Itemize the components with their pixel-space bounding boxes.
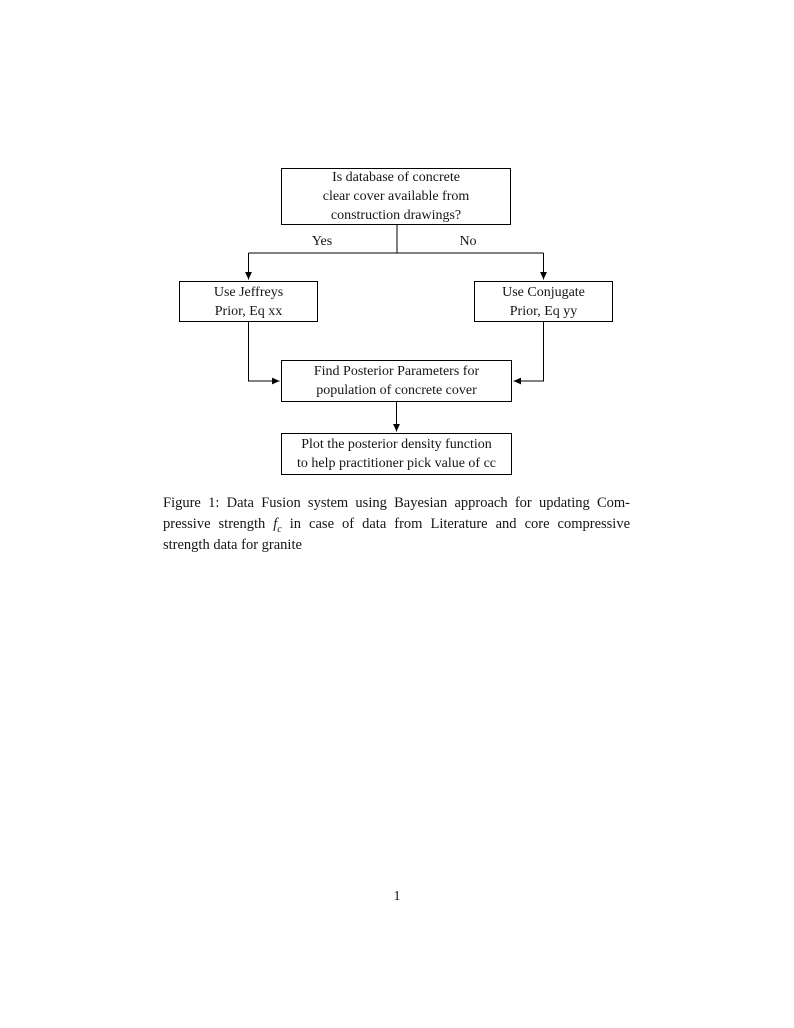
flowchart-box-decision: Is database of concrete clear cover avai… xyxy=(281,168,511,225)
branch-label-no: No xyxy=(459,234,477,249)
fc-subscript: c xyxy=(277,523,282,535)
fc-symbol: fc xyxy=(273,516,282,535)
jeffreys-line-1: Use Jeffreys xyxy=(213,284,284,300)
page-number: 1 xyxy=(393,889,401,904)
figure-caption: Figure 1: Data Fusion system using Bayes… xyxy=(163,493,630,556)
arrow-jeffreys-to-posterior xyxy=(248,322,280,385)
decision-line-3: construction drawings? xyxy=(330,208,462,223)
arrow-conjugate-to-posterior xyxy=(513,322,544,385)
jeffreys-line-2: Prior, Eq xx xyxy=(214,303,283,319)
decision-line-2: clear cover available from xyxy=(322,189,470,204)
decision-line-1: Is database of concrete xyxy=(332,170,460,185)
posterior-line-2: population of concrete cover xyxy=(316,383,477,398)
plot-line-2: to help practitioner pick value of cc xyxy=(296,456,497,471)
flowchart-box-plot-density: Plot the posterior density function to h… xyxy=(281,433,512,475)
connector-decision-split xyxy=(248,225,544,254)
flowchart-box-jeffreys-prior: Use Jeffreys Prior, Eq xx xyxy=(179,281,318,322)
plot-line-1: Plot the posterior density function xyxy=(301,437,492,452)
branch-label-yes: Yes xyxy=(311,234,333,249)
caption-line-3: strength data for granite xyxy=(163,537,302,553)
flowchart-box-posterior-parameters: Find Posterior Parameters for population… xyxy=(281,360,512,402)
caption-line-2: pressive strength fc in case of data fro… xyxy=(163,514,630,535)
flowchart-box-conjugate-prior: Use Conjugate Prior, Eq yy xyxy=(474,281,613,322)
posterior-line-1: Find Posterior Parameters for xyxy=(313,364,480,379)
caption-line-1: Figure 1: Data Fusion system using Bayes… xyxy=(163,495,630,511)
caption-line-2-pre: pressive strength xyxy=(163,516,266,532)
conjugate-line-1: Use Conjugate xyxy=(502,284,585,300)
fc-base: f xyxy=(273,516,278,532)
caption-line-2-post: in case of data from Literature and core… xyxy=(289,516,631,532)
conjugate-line-2: Prior, Eq yy xyxy=(509,303,578,319)
